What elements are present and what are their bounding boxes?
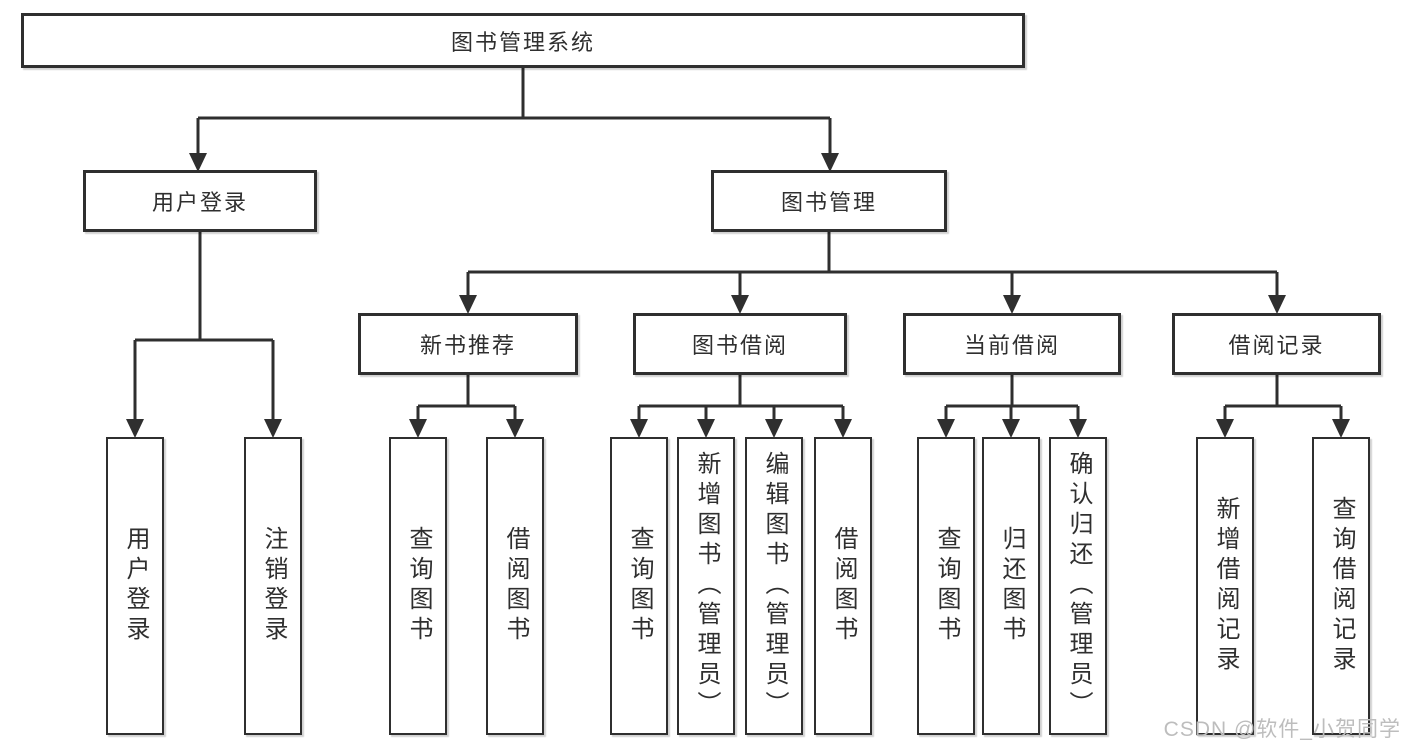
node-current-borrowing: 当前借阅 <box>903 313 1121 375</box>
arrow-down-icon <box>1216 419 1234 438</box>
arrow-down-icon <box>630 419 648 438</box>
arrow-down-icon <box>765 419 783 438</box>
connector-new-book-recommend-to-leaves <box>416 375 517 421</box>
leaf-label: 查询图书 <box>405 526 432 646</box>
arrowheads-user-login <box>126 419 282 438</box>
arrowheads-level2 <box>189 153 839 172</box>
leaf-bb-edit-books-admin: 编辑图书（管理员） <box>745 437 803 735</box>
arrowheads-current-borrowing <box>937 419 1087 438</box>
arrow-down-icon <box>1003 295 1021 314</box>
leaf-user-login: 用户登录 <box>106 437 164 735</box>
connector-borrowing-records-to-leaves <box>1223 375 1343 421</box>
leaf-nb-query-books: 查询图书 <box>389 437 447 735</box>
node-book-management: 图书管理 <box>711 170 947 232</box>
arrow-down-icon <box>1268 295 1286 314</box>
arrow-down-icon <box>937 419 955 438</box>
node-library-management-system: 图书管理系统 <box>21 13 1025 68</box>
arrow-down-icon <box>731 295 749 314</box>
arrowheads-level3 <box>459 295 1286 314</box>
leaf-label: 归还图书 <box>998 526 1025 646</box>
node-label: 图书管理系统 <box>450 29 595 55</box>
leaf-label: 查询借阅记录 <box>1328 496 1355 676</box>
arrow-down-icon <box>126 419 144 438</box>
leaf-bb-query-books: 查询图书 <box>610 437 668 735</box>
node-label: 用户登录 <box>151 190 248 215</box>
leaf-label: 借阅图书 <box>502 526 529 646</box>
leaf-cb-query-books: 查询图书 <box>917 437 975 735</box>
connector-book-borrowing-to-leaves <box>637 375 845 421</box>
leaf-bb-borrow-books: 借阅图书 <box>814 437 872 735</box>
leaf-label: 新增图书（管理员） <box>693 451 720 721</box>
leaf-nb-borrow-books: 借阅图书 <box>486 437 544 735</box>
arrow-down-icon <box>1069 419 1087 438</box>
arrow-down-icon <box>264 419 282 438</box>
connector-current-borrowing-to-leaves <box>944 375 1080 421</box>
leaf-label: 编辑图书（管理员） <box>761 451 788 721</box>
leaf-cb-return-books: 归还图书 <box>982 437 1040 735</box>
leaf-br-query-record: 查询借阅记录 <box>1312 437 1370 735</box>
node-label: 当前借阅 <box>963 333 1060 358</box>
node-user-login: 用户登录 <box>83 170 317 232</box>
csdn-watermark: CSDN @软件_小贺同学 <box>1163 718 1401 741</box>
leaf-label: 用户登录 <box>122 526 149 646</box>
leaf-logout: 注销登录 <box>244 437 302 735</box>
leaf-label: 新增借阅记录 <box>1212 496 1239 676</box>
node-label: 图书管理 <box>780 190 877 215</box>
leaf-br-add-record: 新增借阅记录 <box>1196 437 1254 735</box>
node-borrowing-records: 借阅记录 <box>1172 313 1381 375</box>
leaf-label: 查询图书 <box>933 526 960 646</box>
node-new-book-recommend: 新书推荐 <box>358 313 578 375</box>
leaf-label: 确认归还（管理员） <box>1065 451 1092 721</box>
arrow-down-icon <box>834 419 852 438</box>
connector-book-management-to-level3 <box>466 232 1279 296</box>
connector-root-to-level2 <box>196 68 832 156</box>
leaf-label: 查询图书 <box>626 526 653 646</box>
node-label: 借阅记录 <box>1228 333 1325 358</box>
arrow-down-icon <box>459 295 477 314</box>
arrow-down-icon <box>697 419 715 438</box>
leaf-label: 借阅图书 <box>830 526 857 646</box>
leaf-bb-add-books-admin: 新增图书（管理员） <box>677 437 735 735</box>
arrow-down-icon <box>1002 419 1020 438</box>
arrow-down-icon <box>821 153 839 172</box>
node-label: 新书推荐 <box>419 333 516 358</box>
arrowheads-borrowing-records <box>1216 419 1350 438</box>
arrow-down-icon <box>506 419 524 438</box>
node-book-borrowing: 图书借阅 <box>633 313 847 375</box>
leaf-cb-confirm-return-admin: 确认归还（管理员） <box>1049 437 1107 735</box>
arrow-down-icon <box>189 153 207 172</box>
arrowheads-book-borrowing <box>630 419 852 438</box>
arrowheads-new-book-recommend <box>409 419 524 438</box>
leaf-label: 注销登录 <box>260 526 287 646</box>
arrow-down-icon <box>409 419 427 438</box>
connector-user-login-to-leaves <box>133 232 275 421</box>
node-label: 图书借阅 <box>691 333 788 358</box>
arrow-down-icon <box>1332 419 1350 438</box>
